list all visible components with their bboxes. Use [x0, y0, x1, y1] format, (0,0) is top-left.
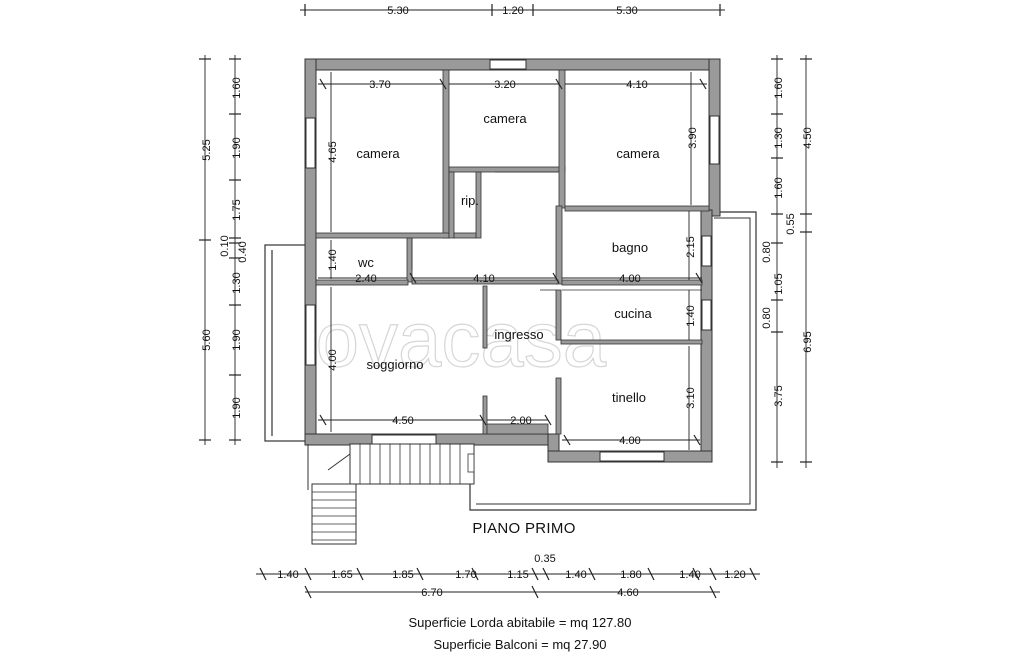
dim-bottom-6: 0.35: [534, 553, 555, 565]
window-right-camera: [709, 115, 720, 165]
dim-right-outer-2: 0.55: [785, 213, 797, 234]
window-soggiorno: [305, 304, 316, 366]
dim-tinello-w: 4.00: [619, 435, 640, 447]
dim-hall-w: 4.10: [473, 273, 494, 285]
dim-left-1: 1.60: [231, 77, 243, 98]
dim-bottom-5: 1.15: [507, 569, 528, 581]
superficie-balconi: Superficie Balconi = mq 27.90: [433, 637, 606, 652]
dim-left-outer-1: 5.25: [201, 139, 213, 160]
dim-right-1: 1.60: [773, 77, 785, 98]
dim-left-7: 1.90: [231, 329, 243, 350]
dim-camera-left-h: 4.65: [327, 141, 339, 162]
window-bottom-tinello: [599, 451, 665, 462]
dim-top-1: 5.30: [387, 5, 408, 17]
dim-right-3: 1.60: [773, 177, 785, 198]
dim-bottom-10: 1.20: [724, 569, 745, 581]
dim-bottom-3: 1.85: [392, 569, 413, 581]
dim-inner-top-2: 3.20: [494, 79, 515, 91]
superficie-lorda: Superficie Lorda abitabile = mq 127.80: [409, 615, 632, 630]
dim-bottom-7: 1.40: [565, 569, 586, 581]
room-camera-left: camera: [356, 146, 400, 161]
dim-bottom-1: 1.40: [277, 569, 298, 581]
top-dimension-line: 5.30 1.20 5.30: [300, 4, 725, 17]
room-bagno: bagno: [612, 240, 648, 255]
dim-left-outer-2: 5.60: [201, 329, 213, 350]
dim-left-4: 0.10: [219, 235, 231, 256]
window-bottom-soggiorno: [371, 434, 437, 445]
dim-bagno-h: 2.15: [685, 236, 697, 257]
dim-cucina-h: 1.40: [685, 305, 697, 326]
room-wc: wc: [357, 255, 374, 270]
dim-left-2: 1.90: [231, 137, 243, 158]
dim-wc-w: 2.40: [355, 273, 376, 285]
dim-bottom-8: 1.80: [620, 569, 641, 581]
window-bagno: [701, 235, 712, 267]
dim-top-2: 1.20: [502, 5, 523, 17]
dim-bottom-total-1: 6.70: [421, 587, 442, 599]
dim-bottom-9: 1.40: [679, 569, 700, 581]
dim-right-6: 0.80: [761, 307, 773, 328]
dim-bagno-w: 4.00: [619, 273, 640, 285]
window-top: [489, 59, 527, 70]
dim-left-5: 0.40: [237, 241, 249, 262]
dim-bottom-2: 1.65: [331, 569, 352, 581]
dim-bottom-total-2: 4.60: [617, 587, 638, 599]
left-dimensions: 5.25 5.60 1.60 1.90 1.75 0.10 0.40 1.30 …: [199, 55, 249, 445]
window-left-camera: [305, 117, 316, 169]
right-dimensions: 1.60 1.30 1.60 0.80 1.05 0.80 3.75 4.50 …: [761, 55, 814, 468]
room-camera-right: camera: [616, 146, 660, 161]
room-tinello: tinello: [612, 390, 646, 405]
room-cucina: cucina: [614, 306, 652, 321]
dim-camera-right-h: 3.90: [687, 127, 699, 148]
dim-right-4: 0.80: [761, 241, 773, 262]
dim-right-outer-1: 4.50: [802, 127, 814, 148]
room-soggiorno: soggiorno: [366, 357, 423, 372]
dim-left-8: 1.90: [231, 397, 243, 418]
dim-right-5: 1.05: [773, 273, 785, 294]
dim-right-2: 1.30: [773, 127, 785, 148]
interior-dimensions: 3.70 3.20 4.10 4.65 3.90 1.40 2.40 4.10 …: [318, 72, 707, 450]
dim-wc-h: 1.40: [327, 249, 339, 270]
dim-right-outer-3: 6.95: [802, 331, 814, 352]
stairs: [307, 443, 475, 545]
dim-soggiorno-w: 4.50: [392, 415, 413, 427]
dim-left-6: 1.30: [231, 272, 243, 293]
room-rip: rip.: [461, 193, 479, 208]
dim-left-3: 1.75: [231, 199, 243, 220]
dim-bottom-4: 1.70: [455, 569, 476, 581]
dim-right-7: 3.75: [773, 385, 785, 406]
window-cucina: [701, 299, 712, 331]
plan-title: PIANO PRIMO: [472, 520, 575, 537]
dim-tinello-h: 3.10: [685, 387, 697, 408]
room-ingresso: ingresso: [494, 327, 543, 342]
bottom-dimensions: 1.40 1.65 1.85 1.70 1.15 0.35 1.40 1.80 …: [256, 553, 760, 599]
dim-hall-bottom-w: 2.00: [510, 415, 531, 427]
right-balcony: [469, 211, 757, 511]
doors: [411, 171, 702, 291]
dim-inner-top-1: 3.70: [369, 79, 390, 91]
room-camera-mid: camera: [483, 111, 527, 126]
watermark: trovacasa: [268, 295, 607, 383]
dim-top-3: 5.30: [616, 5, 637, 17]
dim-inner-top-3: 4.10: [626, 79, 647, 91]
dim-soggiorno-h: 4.00: [327, 349, 339, 370]
